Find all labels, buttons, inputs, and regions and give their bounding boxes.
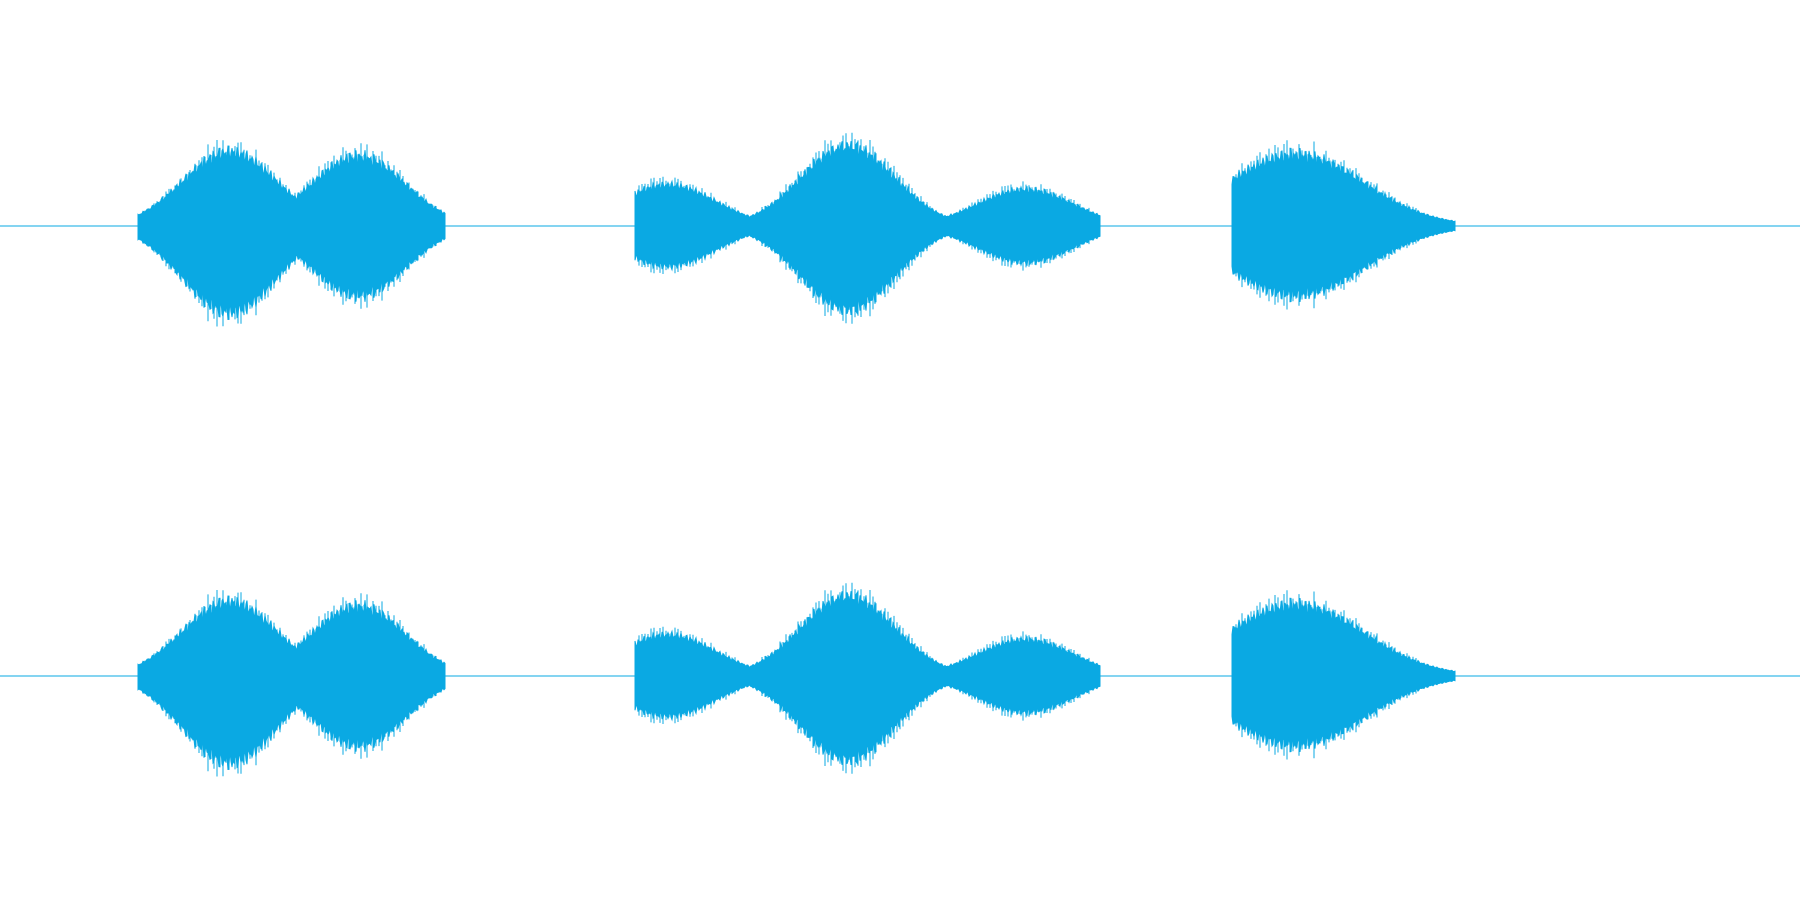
channel-1-waveform[interactable]	[0, 132, 1800, 327]
channel-2-waveform[interactable]	[0, 582, 1800, 777]
